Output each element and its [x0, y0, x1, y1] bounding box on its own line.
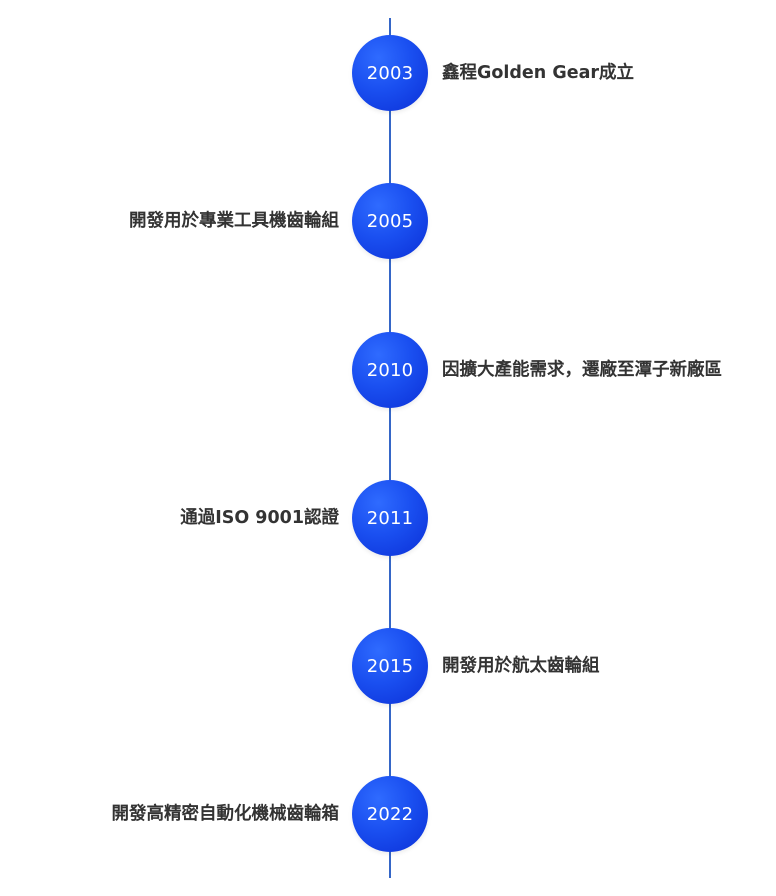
- milestone-description: 因擴大產能需求，遷廠至潭子新廠區: [442, 360, 722, 380]
- milestone-2010: 2010 因擴大產能需求，遷廠至潭子新廠區: [0, 332, 776, 408]
- year-badge: 2022: [352, 776, 428, 852]
- milestone-description: 通過ISO 9001認證: [180, 508, 339, 528]
- milestone-2011: 2011 通過ISO 9001認證: [0, 480, 776, 556]
- timeline-line: [389, 18, 391, 878]
- milestone-description: 開發高精密自動化機械齒輪箱: [111, 804, 340, 824]
- year-badge: 2015: [352, 628, 428, 704]
- milestone-2005: 2005 開發用於專業工具機齒輪組: [0, 183, 776, 259]
- milestone-description: 開發用於航太齒輪組: [442, 656, 600, 676]
- milestone-2015: 2015 開發用於航太齒輪組: [0, 628, 776, 704]
- year-badge: 2010: [352, 332, 428, 408]
- milestone-description: 開發用於專業工具機齒輪組: [129, 211, 339, 231]
- year-badge: 2011: [352, 480, 428, 556]
- milestone-2022: 2022 開發高精密自動化機械齒輪箱: [0, 776, 776, 852]
- milestone-2003: 2003 鑫程Golden Gear成立: [0, 35, 776, 111]
- milestone-description: 鑫程Golden Gear成立: [442, 63, 635, 83]
- year-badge: 2005: [352, 183, 428, 259]
- year-badge: 2003: [352, 35, 428, 111]
